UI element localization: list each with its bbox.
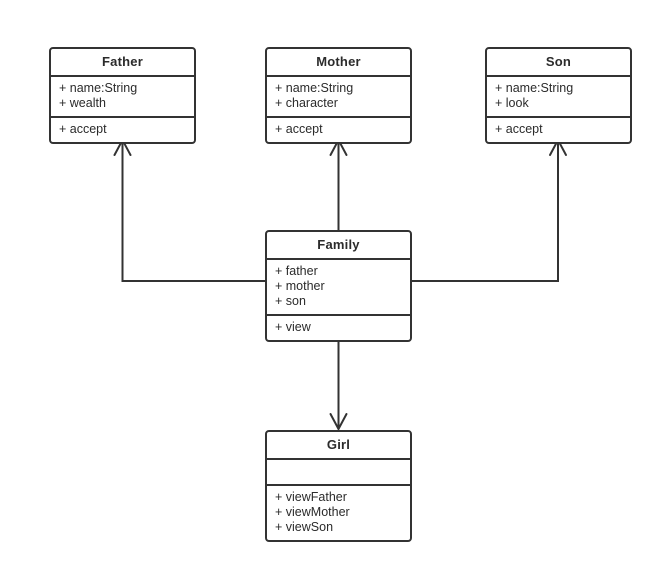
connection-line: [412, 141, 559, 282]
methods-compartment: + view: [267, 316, 410, 340]
class-node-family[interactable]: Family + father+ mother+ son + view: [265, 230, 412, 342]
method-row: + accept: [59, 122, 107, 136]
attribute-row: + wealth: [59, 96, 106, 110]
class-name: Father: [51, 49, 194, 77]
attributes-compartment: + name:String+ character: [267, 77, 410, 118]
attribute-row: + name:String: [275, 81, 354, 95]
methods-compartment: + accept: [267, 118, 410, 142]
attribute-row: + look: [495, 96, 529, 110]
attribute-row: + name:String: [495, 81, 574, 95]
method-row: + viewSon: [275, 520, 334, 534]
attribute-row: + father: [275, 264, 318, 278]
connection-family-to-son[interactable]: [412, 137, 567, 282]
connection-family-to-father[interactable]: [113, 137, 265, 282]
method-row: + accept: [275, 122, 323, 136]
class-name: Mother: [267, 49, 410, 77]
class-name: Family: [267, 232, 410, 260]
attributes-compartment: + name:String+ look: [487, 77, 630, 118]
methods-compartment: + viewFather+ viewMother+ viewSon: [267, 486, 410, 540]
method-row: + viewMother: [275, 505, 350, 519]
connection-family-to-girl[interactable]: [329, 335, 348, 432]
attributes-compartment: + father+ mother+ son: [267, 260, 410, 316]
method-row: + view: [275, 320, 311, 334]
connection-family-to-mother[interactable]: [329, 137, 348, 231]
class-node-son[interactable]: Son + name:String+ look + accept: [485, 47, 632, 144]
class-node-father[interactable]: Father + name:String+ wealth + accept: [49, 47, 196, 144]
attribute-row: + mother: [275, 279, 325, 293]
open-arrowhead-down-icon: [329, 413, 348, 432]
class-node-girl[interactable]: Girl + viewFather+ viewMother+ viewSon: [265, 430, 412, 542]
attribute-row: + son: [275, 294, 306, 308]
methods-compartment: + accept: [51, 118, 194, 142]
class-name: Girl: [267, 432, 410, 460]
attribute-row: + character: [275, 96, 338, 110]
class-name: Son: [487, 49, 630, 77]
method-row: + accept: [495, 122, 543, 136]
attributes-compartment: + name:String+ wealth: [51, 77, 194, 118]
methods-compartment: + accept: [487, 118, 630, 142]
attributes-compartment: [267, 460, 410, 486]
method-row: + viewFather: [275, 490, 347, 504]
attribute-row: + name:String: [59, 81, 138, 95]
class-node-mother[interactable]: Mother + name:String+ character + accept: [265, 47, 412, 144]
connection-line: [121, 141, 265, 282]
